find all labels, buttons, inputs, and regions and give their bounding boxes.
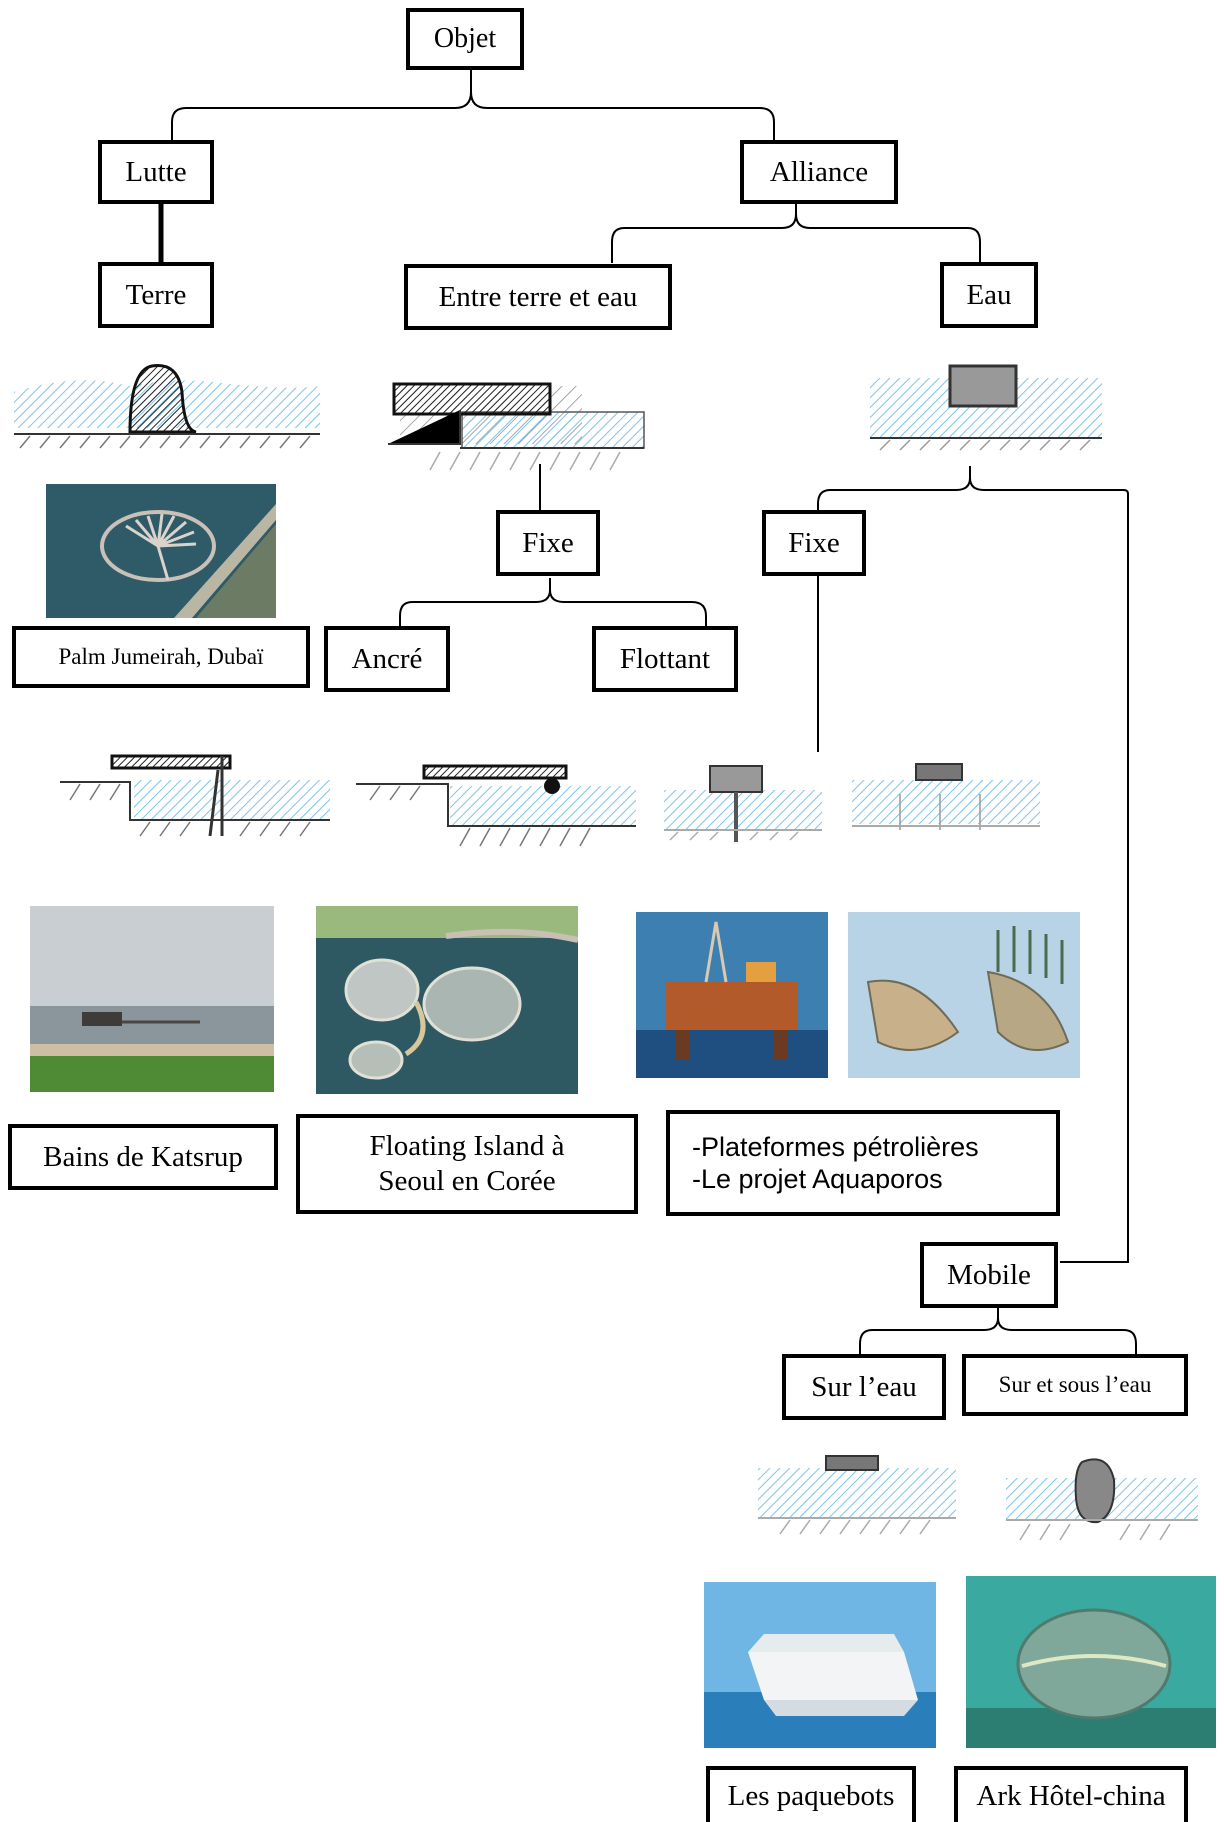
- node-flottant: Flottant: [592, 626, 738, 692]
- photo-palm-jumeirah: [46, 484, 276, 618]
- node-lutte: Lutte: [98, 140, 214, 204]
- node-sur-et-sous-leau: Sur et sous l’eau: [962, 1354, 1188, 1416]
- node-eau: Eau: [940, 262, 1038, 328]
- photo-paquebot: [704, 1582, 936, 1748]
- node-terre: Terre: [98, 262, 214, 328]
- node-sur-leau: Sur l’eau: [782, 1354, 946, 1420]
- caption-paquebots: Les paquebots: [706, 1766, 916, 1822]
- photo-ark-hotel: [966, 1576, 1216, 1748]
- sketch-flottant: [356, 764, 636, 847]
- sketch-ancre: [60, 754, 330, 837]
- caption-ark-hotel: Ark Hôtel-china: [954, 1766, 1188, 1822]
- node-fixe-eau: Fixe: [762, 510, 866, 576]
- node-mobile: Mobile: [920, 1242, 1058, 1308]
- sketch-fixe-eau-base: [852, 763, 1040, 830]
- photo-bains-katsrup: [30, 906, 274, 1092]
- sketch-fixe-eau-pile: [664, 765, 822, 842]
- node-ancre: Ancré: [324, 626, 450, 692]
- sketch-eau: [870, 364, 1102, 451]
- caption-palm-jumeirah: Palm Jumeirah, Dubaï: [12, 626, 310, 688]
- photo-plateforme-petroliere: [636, 912, 828, 1078]
- node-objet: Objet: [406, 8, 524, 70]
- node-fixe-entre: Fixe: [496, 510, 600, 576]
- sketch-entre-terre-eau: [388, 382, 645, 471]
- caption-floating-island-line2: Seoul en Corée: [378, 1165, 556, 1197]
- sketch-sur-sous-leau: [1006, 1458, 1198, 1541]
- photo-aquaporos: [848, 912, 1080, 1078]
- caption-plateformes-line1: -Plateformes pétrolières: [692, 1131, 979, 1162]
- node-entre-terre-et-eau: Entre terre et eau: [404, 264, 672, 330]
- sketch-terre: [14, 364, 320, 449]
- caption-floating-island: Floating Island à Seoul en Corée: [296, 1114, 638, 1214]
- caption-plateformes-aquaporos: -Plateformes pétrolières -Le projet Aqua…: [666, 1110, 1060, 1216]
- caption-bains-katsrup: Bains de Katsrup: [8, 1124, 278, 1190]
- node-alliance: Alliance: [740, 140, 898, 204]
- caption-plateformes-line2: -Le projet Aquaporos: [692, 1164, 943, 1194]
- caption-floating-island-line1: Floating Island à: [369, 1130, 565, 1163]
- photo-floating-island: [316, 906, 578, 1094]
- sketch-sur-leau: [758, 1455, 956, 1535]
